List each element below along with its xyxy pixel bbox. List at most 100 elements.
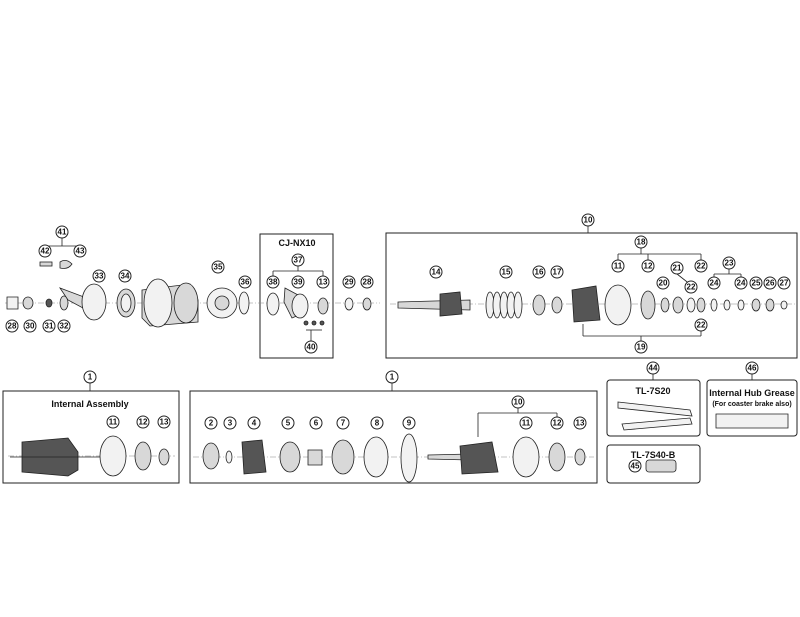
callout-9: 9 [402,416,416,430]
callout-8: 8 [370,416,384,430]
svg-text:46: 46 [748,364,757,373]
callout-12-parts: 12 [550,416,564,430]
svg-text:2: 2 [209,419,214,428]
callout-21: 21 [670,261,684,275]
svg-text:4: 4 [252,419,257,428]
svg-text:3: 3 [228,419,233,428]
callout-17: 17 [550,265,564,279]
callout-22-bottom: 22 [694,318,708,332]
svg-text:11: 11 [522,419,531,428]
svg-text:40: 40 [307,343,316,352]
callout-14: 14 [429,265,443,279]
svg-text:45: 45 [631,462,640,471]
callout-11-top: 11 [611,259,625,273]
callout-24-b: 24 [734,276,748,290]
svg-text:36: 36 [241,278,250,287]
svg-text:24: 24 [710,279,719,288]
svg-text:33: 33 [95,272,104,281]
svg-text:16: 16 [535,268,544,277]
callout-41: 41 [55,225,69,239]
callout-12-assembly: 12 [136,415,150,429]
part-drawings-internal-assembly [10,435,170,477]
svg-text:7: 7 [341,419,346,428]
svg-text:39: 39 [294,278,303,287]
callout-28-left: 28 [5,319,19,333]
internal-assembly-title: Internal Assembly [51,399,128,409]
callout-1-left: 1 [83,370,97,384]
grease-note: (For coaster brake also) [712,401,791,408]
callout-28-right: 28 [360,275,374,289]
svg-text:13: 13 [576,419,585,428]
callout-31: 31 [42,319,56,333]
svg-text:9: 9 [407,419,412,428]
callout-43: 43 [73,244,87,258]
svg-text:13: 13 [160,418,169,427]
svg-text:5: 5 [286,419,291,428]
svg-text:12: 12 [644,262,653,271]
svg-text:31: 31 [45,322,54,331]
svg-text:10: 10 [514,398,523,407]
callout-45: 45 [628,459,642,473]
svg-text:1: 1 [390,373,395,382]
callout-34: 34 [118,269,132,283]
svg-text:19: 19 [637,343,646,352]
callout-20: 20 [656,276,670,290]
svg-text:28: 28 [8,322,17,331]
callout-5: 5 [281,416,295,430]
grease-title: Internal Hub Grease [709,388,795,398]
svg-text:18: 18 [637,238,646,247]
callout-1-right: 1 [385,370,399,384]
svg-text:21: 21 [673,264,682,273]
svg-text:20: 20 [659,279,668,288]
svg-text:41: 41 [58,228,67,237]
svg-text:15: 15 [502,268,511,277]
callout-33: 33 [92,269,106,283]
svg-text:13: 13 [319,278,328,287]
callout-19: 19 [634,340,648,354]
tl-7s40-b-title: TL-7S40-B [631,450,676,460]
part-drawings-internal-unit [397,284,788,326]
tl-7s20-title: TL-7S20 [635,386,670,396]
callout-7: 7 [336,416,350,430]
callout-23: 23 [722,256,736,270]
svg-text:27: 27 [780,279,789,288]
callout-11-assembly: 11 [106,415,120,429]
callout-2: 2 [204,416,218,430]
svg-text:43: 43 [76,247,85,256]
callout-15: 15 [499,265,513,279]
callout-27: 27 [777,276,791,290]
callout-13-assembly: 13 [157,415,171,429]
svg-text:23: 23 [725,259,734,268]
svg-text:30: 30 [26,322,35,331]
callout-18: 18 [634,235,648,249]
svg-text:10: 10 [584,216,593,225]
svg-text:12: 12 [553,419,562,428]
callout-3: 3 [223,416,237,430]
callout-10-bottom: 10 [511,395,525,409]
callout-40: 40 [304,340,318,354]
svg-text:22: 22 [687,283,696,292]
svg-text:29: 29 [345,278,354,287]
callout-13-parts: 13 [573,416,587,430]
callout-4: 4 [247,416,261,430]
callout-6: 6 [309,416,323,430]
callout-39: 39 [291,275,305,289]
callout-38: 38 [266,275,280,289]
callout-35: 35 [211,260,225,274]
part-drawings-row1 [6,260,372,328]
callout-11-parts: 11 [519,416,533,430]
svg-text:14: 14 [432,268,441,277]
svg-text:24: 24 [737,279,746,288]
svg-text:42: 42 [41,247,50,256]
callout-10-top: 10 [581,213,595,227]
svg-text:34: 34 [121,272,130,281]
callout-25: 25 [749,276,763,290]
svg-text:12: 12 [139,418,148,427]
svg-text:11: 11 [614,262,623,271]
svg-text:22: 22 [697,321,706,330]
callout-44: 44 [646,361,660,375]
callout-22-mid: 22 [684,280,698,294]
callout-37: 37 [291,253,305,267]
svg-text:37: 37 [294,256,303,265]
